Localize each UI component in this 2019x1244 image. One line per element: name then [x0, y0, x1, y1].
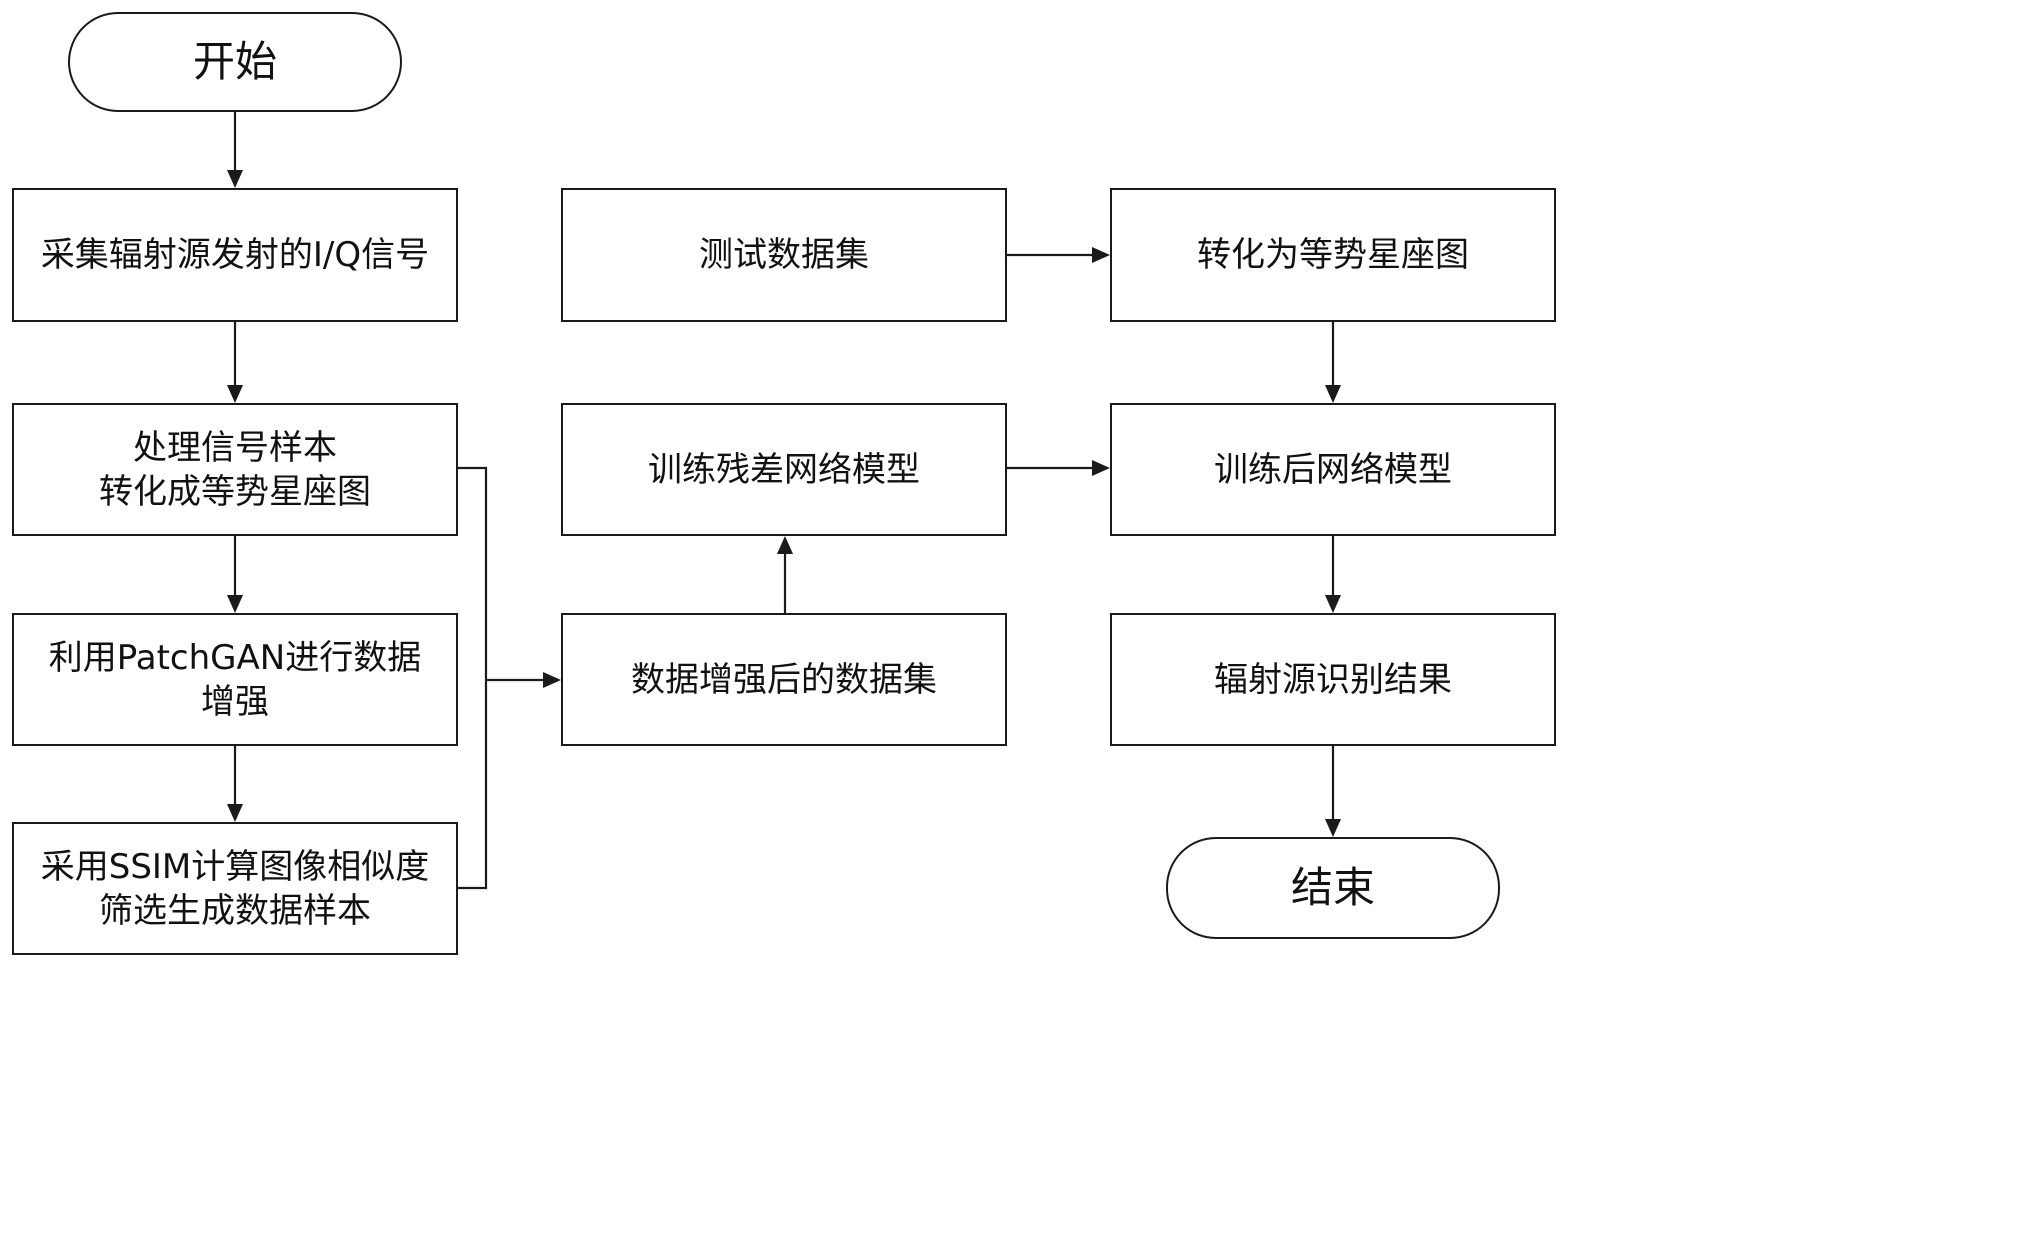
- collect-iq-signal-box: 采集辐射源发射的I/Q信号: [12, 188, 458, 322]
- train-resnet-box: 训练残差网络模型: [561, 403, 1007, 536]
- test-dataset-box: 测试数据集: [561, 188, 1007, 322]
- arrowhead: [227, 385, 243, 403]
- convert-constellation-box: 转化为等势星座图: [1110, 188, 1556, 322]
- connectors: [227, 112, 1341, 890]
- trained-model-box: 训练后网络模型: [1110, 403, 1556, 536]
- arrowhead: [1092, 247, 1110, 263]
- arrowhead: [543, 672, 561, 688]
- arrowhead: [227, 595, 243, 613]
- arrowhead: [1092, 460, 1110, 476]
- patchgan-augment-box: 利用PatchGAN进行数据 增强: [12, 613, 458, 746]
- recognition-result-box: 辐射源识别结果: [1110, 613, 1556, 746]
- arrowhead: [227, 804, 243, 822]
- arrowhead: [1325, 819, 1341, 837]
- arrowhead: [777, 536, 793, 554]
- bracket-merge-connector: [458, 466, 488, 890]
- start-terminal: 开始: [68, 12, 402, 112]
- augmented-dataset-box: 数据增强后的数据集: [561, 613, 1007, 746]
- arrowhead: [227, 170, 243, 188]
- arrowhead: [1325, 595, 1341, 613]
- end-terminal: 结束: [1166, 837, 1500, 939]
- ssim-filter-box: 采用SSIM计算图像相似度 筛选生成数据样本: [12, 822, 458, 955]
- process-signal-box: 处理信号样本 转化成等势星座图: [12, 403, 458, 536]
- arrowhead: [1325, 385, 1341, 403]
- flowchart-canvas: 开始 采集辐射源发射的I/Q信号 处理信号样本 转化成等势星座图 利用Patch…: [12, 12, 1556, 955]
